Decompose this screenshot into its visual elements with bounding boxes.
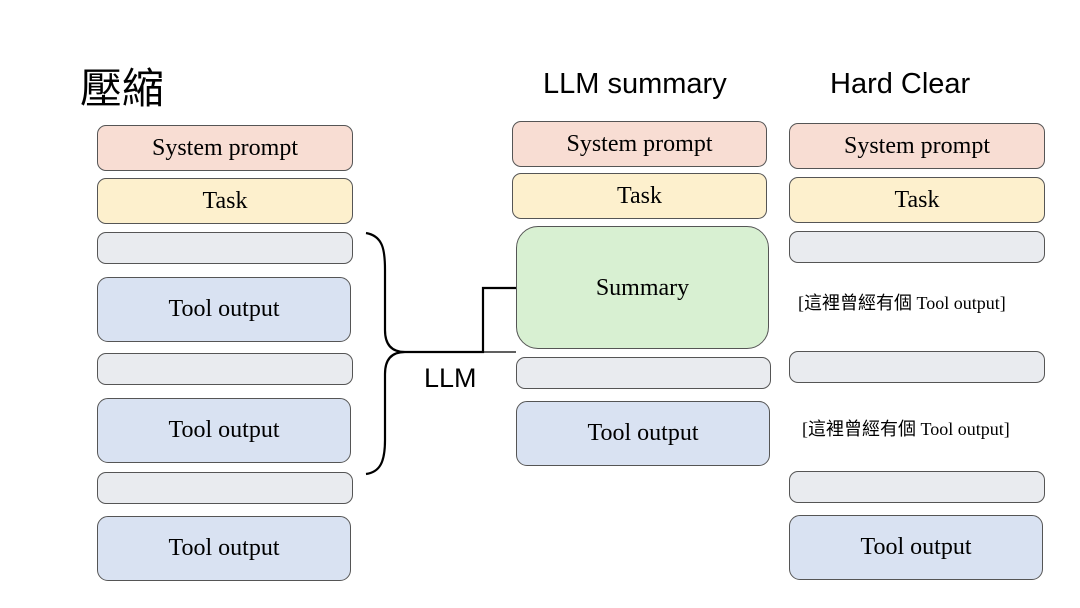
compress-tool-output-label-3: Tool output xyxy=(168,535,280,561)
compress-tool-output-label-2: Tool output xyxy=(168,417,280,443)
compress-tool-output-block-3: Tool output xyxy=(97,516,351,581)
hard-clear-gray-block-1 xyxy=(789,231,1045,263)
hard-clear-placeholder-2: [這裡曾經有個 Tool output] xyxy=(802,419,1010,439)
llm-summary-tool-output-label: Tool output xyxy=(587,420,699,446)
hard-clear-placeholder-1: [這裡曾經有個 Tool output] xyxy=(798,293,1006,313)
compress-gray-block-3 xyxy=(97,472,353,504)
compress-system-prompt-block: System prompt xyxy=(97,125,353,171)
llm-summary-summary-block: Summary xyxy=(516,226,769,349)
llm-summary-task-label: Task xyxy=(617,182,662,209)
compress-tool-output-label-1: Tool output xyxy=(168,296,280,322)
compress-title: 壓縮 xyxy=(80,64,165,113)
hard-clear-tool-output-label: Tool output xyxy=(860,534,972,560)
llm-summary-task-block: Task xyxy=(512,173,767,219)
hard-clear-system-prompt-block: System prompt xyxy=(789,123,1045,169)
llm-summary-tool-output-block: Tool output xyxy=(516,401,770,466)
llm-summary-system-prompt-label: System prompt xyxy=(566,130,713,157)
llm-label: LLM xyxy=(424,363,477,393)
llm-summary-summary-label: Summary xyxy=(595,275,690,301)
llm-summary-system-prompt-block: System prompt xyxy=(512,121,767,167)
hard-clear-title: Hard Clear xyxy=(830,68,971,100)
hard-clear-gray-block-2 xyxy=(789,351,1045,383)
compress-task-block: Task xyxy=(97,178,353,224)
compress-task-label: Task xyxy=(202,187,248,214)
llm-summary-gray-block xyxy=(516,357,771,389)
hard-clear-task-label: Task xyxy=(894,186,940,213)
llm-summary-title: LLM summary xyxy=(543,68,727,100)
hard-clear-gray-block-3 xyxy=(789,471,1045,503)
hard-clear-task-block: Task xyxy=(789,177,1045,223)
hard-clear-system-prompt-label: System prompt xyxy=(843,132,990,159)
connector-line xyxy=(405,286,548,354)
brace-icon xyxy=(365,231,406,476)
compress-tool-output-block-2: Tool output xyxy=(97,398,351,463)
compress-gray-block-1 xyxy=(97,232,353,264)
compress-tool-output-block-1: Tool output xyxy=(97,277,351,342)
hard-clear-tool-output-block: Tool output xyxy=(789,515,1043,580)
compress-gray-block-2 xyxy=(97,353,353,385)
compress-system-prompt-label: System prompt xyxy=(151,134,298,161)
